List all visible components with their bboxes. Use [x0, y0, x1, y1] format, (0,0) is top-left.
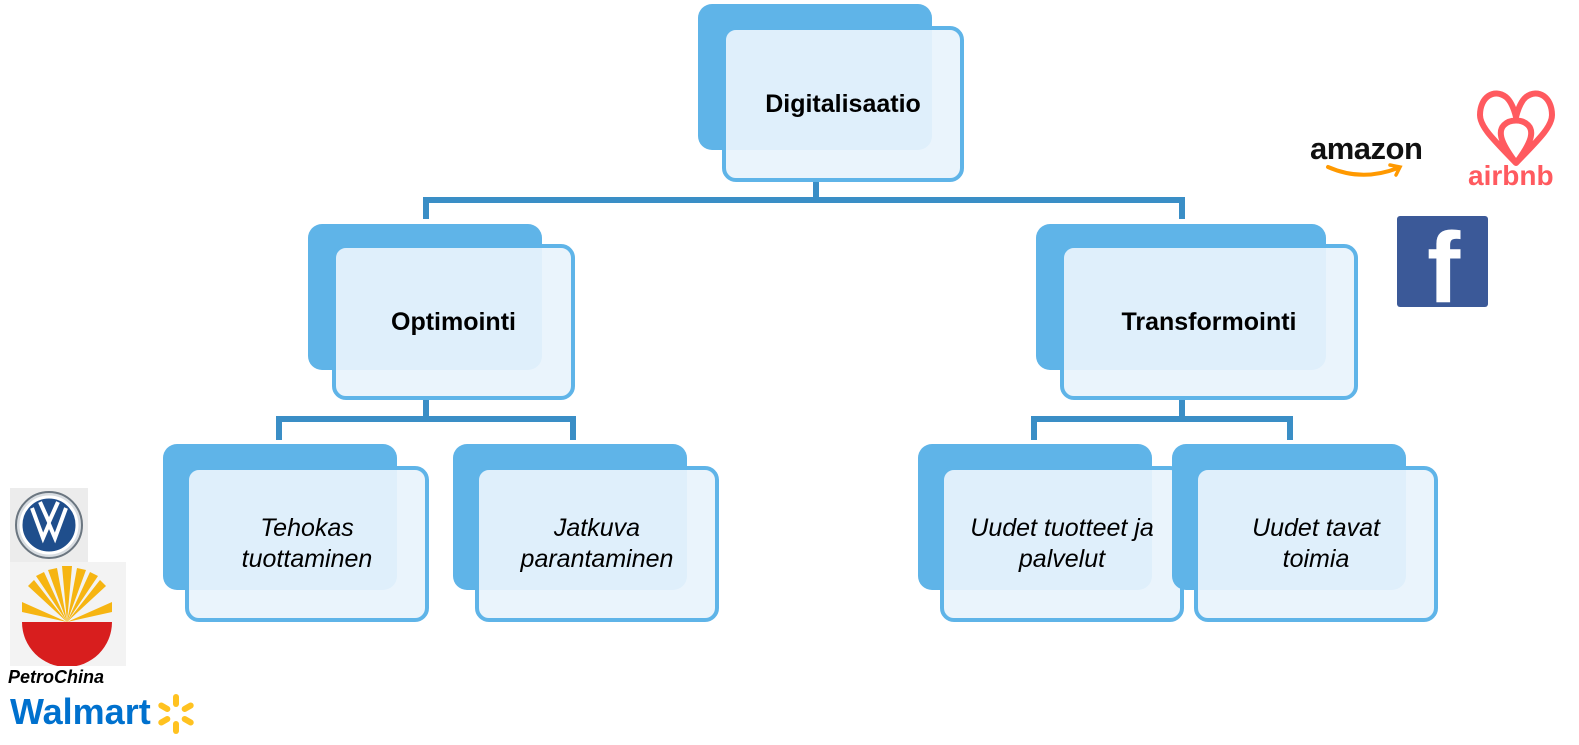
- facebook-f-icon: f: [1427, 216, 1461, 307]
- connector-to-transformointi: [1179, 197, 1185, 219]
- airbnb-belo-icon: [1477, 90, 1555, 166]
- connector-to-uudet-tavat: [1287, 416, 1293, 440]
- connector-to-optimointi: [423, 197, 429, 219]
- amazon-logo: amazon: [1310, 132, 1445, 182]
- connector-to-jatkuva: [570, 416, 576, 440]
- node-label: Jatkuva parantaminen: [520, 514, 674, 573]
- connector-root-stem: [813, 178, 819, 200]
- walmart-spark-icon: [158, 694, 194, 734]
- node-uudet-tavat-toimia: Uudet tavat toimia: [1172, 444, 1438, 622]
- node-label: Transformointi: [1121, 307, 1297, 336]
- walmart-logo: Walmart: [8, 690, 198, 738]
- connector-to-tehokas: [276, 416, 282, 440]
- node-label: Uudet tavat toimia: [1252, 514, 1380, 573]
- airbnb-logo: airbnb: [1466, 85, 1566, 195]
- node-optimointi: Optimointi: [308, 224, 575, 400]
- node-label: Uudet tuotteet ja palvelut: [970, 514, 1154, 573]
- amazon-smile-icon: [1326, 163, 1403, 177]
- amazon-wordmark: amazon: [1310, 131, 1423, 166]
- node-digitalisaatio: Digitalisaatio: [698, 4, 964, 182]
- connector-optimointi-stem: [423, 398, 429, 420]
- connector-optimointi-bar: [276, 416, 576, 422]
- connector-transformointi-stem: [1179, 398, 1185, 420]
- petrochina-wordmark: PetroChina: [8, 667, 105, 687]
- petrochina-emblem-icon: [10, 562, 126, 667]
- node-transformointi: Transformointi: [1036, 224, 1358, 400]
- connector-level1-bar: [423, 197, 1185, 203]
- node-label: Optimointi: [391, 307, 516, 336]
- node-uudet-tuotteet-ja-palvelut: Uudet tuotteet ja palvelut: [918, 444, 1184, 622]
- node-jatkuva-parantaminen: Jatkuva parantaminen: [453, 444, 719, 622]
- facebook-logo: f: [1397, 216, 1488, 307]
- connector-to-uudet-tuotteet: [1031, 416, 1037, 440]
- node-tehokas-tuottaminen: Tehokas tuottaminen: [163, 444, 429, 622]
- node-label: Digitalisaatio: [765, 89, 921, 118]
- connector-transformointi-bar: [1031, 416, 1293, 422]
- walmart-wordmark: Walmart: [10, 691, 151, 732]
- node-label: Tehokas tuottaminen: [241, 514, 373, 573]
- airbnb-wordmark: airbnb: [1468, 160, 1554, 191]
- volkswagen-emblem-icon: [15, 491, 83, 559]
- volkswagen-logo: VW: [10, 488, 88, 562]
- petrochina-logo: PetroChina: [8, 562, 126, 688]
